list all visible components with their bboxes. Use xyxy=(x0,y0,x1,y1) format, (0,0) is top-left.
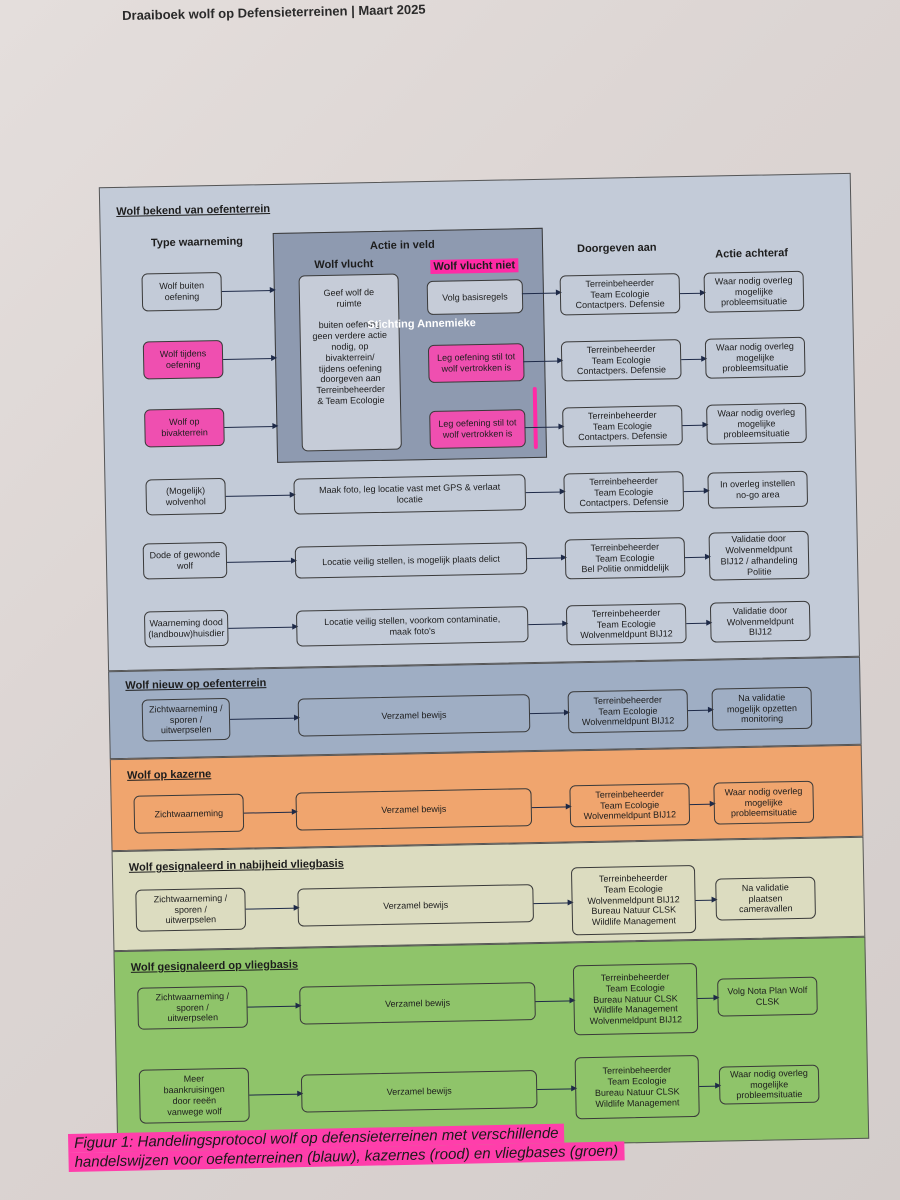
achteraf-box-5: Validatie door Wolvenmeldpunt BIJ12 / af… xyxy=(708,530,810,581)
column-title-doorgeven: Doorgeven aan xyxy=(576,241,657,256)
section-wolf-nieuw: Wolf nieuw op oefenterrein Zichtwaarnemi… xyxy=(108,656,862,760)
arrow xyxy=(223,357,276,360)
arrow xyxy=(227,560,296,563)
observation-box: Zichtwaarneming xyxy=(133,793,245,834)
observation-box-2: Meer baankruisingen door reeën vanwege w… xyxy=(138,1067,250,1124)
observation-wolf-tijdens-oefening: Wolf tijdens oefening xyxy=(142,339,224,380)
arrow xyxy=(699,1085,720,1087)
doorgeven-box-4: Terreinbeheerder Team Ecologie Contactpe… xyxy=(563,471,685,514)
vlucht-niet-action-3: Leg oefening stil tot wolf vertrokken is xyxy=(429,409,526,449)
doorgeven-box-1: Terreinbeheerder Team Ecologie Contactpe… xyxy=(559,273,681,316)
doorgeven-box-6: Terreinbeheerder Team Ecologie Wolvenmel… xyxy=(565,603,687,646)
section-title: Wolf bekend van oefenterrein xyxy=(116,203,271,218)
achteraf-box-1: Volg Nota Plan Wolf CLSK xyxy=(717,976,818,1017)
action-box-1: Verzamel bewijs xyxy=(299,982,536,1025)
doorgeven-box: Terreinbeheerder Team Ecologie Wolvenmel… xyxy=(567,689,689,734)
arrow xyxy=(228,626,297,629)
arrow xyxy=(533,902,572,905)
arrow xyxy=(697,997,718,999)
arrow xyxy=(537,1088,576,1091)
achteraf-box: Waar nodig overleg mogelijke probleemsit… xyxy=(713,780,815,825)
arrow xyxy=(535,1000,574,1003)
section-wolf-bekend: Wolf bekend van oefenterrein Type waarne… xyxy=(98,172,860,672)
highlighter-mark xyxy=(532,386,538,450)
arrow xyxy=(230,717,299,720)
actie-in-veld-panel: Actie in veld Wolf vlucht Wolf vlucht ni… xyxy=(272,227,548,463)
vlucht-niet-action-2: Leg oefening stil tot wolf vertrokken is xyxy=(427,343,525,384)
achteraf-box-1: Waar nodig overleg mogelijke probleemsit… xyxy=(703,270,805,313)
section-wolf-op-kazerne: Wolf op kazerne Zichtwaarneming Verzamel… xyxy=(109,744,864,852)
section-title: Wolf op kazerne xyxy=(126,768,212,782)
arrow xyxy=(683,490,708,493)
section-title: Wolf gesignaleerd in nabijheid vliegbasi… xyxy=(128,857,344,874)
protocol-diagram: Wolf bekend van oefenterrein Type waarne… xyxy=(98,172,870,1154)
achteraf-box: Na validatie mogelijk opzetten monitorin… xyxy=(711,686,813,731)
arrow xyxy=(225,494,294,497)
arrow xyxy=(526,557,566,560)
arrow xyxy=(679,292,704,295)
arrow xyxy=(525,491,564,494)
arrow xyxy=(528,623,567,626)
action-wolvenhol: Maak foto, leg locatie vast met GPS & ve… xyxy=(293,474,527,515)
arrow xyxy=(681,358,706,361)
arrow xyxy=(249,1093,302,1096)
column-title-type: Type waarneming xyxy=(150,235,244,250)
action-dood-huisdier: Locatie veilig stellen, voorkom contamin… xyxy=(295,606,529,647)
arrow xyxy=(686,622,711,625)
action-box: Verzamel bewijs xyxy=(297,694,531,737)
section-title: Wolf gesignaleerd op vliegbasis xyxy=(130,958,299,974)
doorgeven-box-2: Terreinbeheerder Team Ecologie Bureau Na… xyxy=(574,1054,700,1120)
arrow xyxy=(243,811,296,814)
column-title-vlucht-niet: Wolf vlucht niet xyxy=(430,258,519,274)
observation-box: Zichtwaarneming / sporen / uitwerpselen xyxy=(141,697,231,742)
arrow xyxy=(685,556,710,559)
doorgeven-box-5: Terreinbeheerder Team Ecologie Bel Polit… xyxy=(564,537,686,580)
observation-wolvenhol: (Mogelijk) wolvenhol xyxy=(145,477,227,516)
column-title-achteraf: Actie achteraf xyxy=(715,247,789,261)
arrow xyxy=(682,424,707,427)
achteraf-box-3: Waar nodig overleg mogelijke probleemsit… xyxy=(706,402,807,445)
arrow xyxy=(224,425,277,428)
column-title-actie: Actie in veld xyxy=(369,238,435,253)
arrow xyxy=(687,709,712,712)
action-box-2: Verzamel bewijs xyxy=(300,1070,538,1113)
doorgeven-box-1: Terreinbeheerder Team Ecologie Bureau Na… xyxy=(572,962,699,1036)
doorgeven-box-3: Terreinbeheerder Team Ecologie Contactpe… xyxy=(562,405,683,448)
vlucht-action-box: Geef wolf de ruimte buiten oefening geen… xyxy=(298,273,402,452)
achteraf-box-2: Waar nodig overleg mogelijke probleemsit… xyxy=(704,336,806,379)
observation-box: Zichtwaarneming / sporen / uitwerpselen xyxy=(135,887,247,932)
observation-box-1: Zichtwaarneming / sporen / uitwerpselen xyxy=(137,985,248,1030)
arrow xyxy=(245,907,298,910)
observation-wolf-buiten-oefening: Wolf buiten oefening xyxy=(141,271,223,312)
doorgeven-box: Terreinbeheerder Team Ecologie Wolvenmel… xyxy=(569,783,691,828)
action-box: Verzamel bewijs xyxy=(295,788,533,831)
doorgeven-box: Terreinbeheerder Team Ecologie Wolvenmel… xyxy=(570,864,697,936)
achteraf-box-6: Validatie door Wolvenmeldpunt BIJ12 xyxy=(709,600,811,643)
observation-dode-wolf: Dode of gewonde wolf xyxy=(142,541,228,580)
observation-wolf-op-bivakterrein: Wolf op bivakterrein xyxy=(144,407,225,448)
doorgeven-box-2: Terreinbeheerder Team Ecologie Contactpe… xyxy=(560,339,682,382)
vlucht-niet-action-1: Volg basisregels xyxy=(426,279,524,316)
achteraf-box: Na validatie plaatsen cameravallen xyxy=(715,876,816,921)
observation-dood-huisdier: Waarneming dood (landbouw)huisdier xyxy=(143,609,229,648)
section-title: Wolf nieuw op oefenterrein xyxy=(125,677,267,692)
arrow xyxy=(695,899,716,901)
achteraf-box-2: Waar nodig overleg mogelijke probleemsit… xyxy=(718,1064,820,1105)
arrow xyxy=(689,803,714,806)
arrow xyxy=(247,1005,300,1008)
column-title-vlucht: Wolf vlucht xyxy=(314,258,374,272)
arrow xyxy=(529,712,568,715)
achteraf-box-4: In overleg instellen no-go area xyxy=(707,470,809,509)
arrow xyxy=(221,289,274,292)
action-dode-wolf: Locatie veilig stellen, is mogelijk plaa… xyxy=(294,542,528,579)
section-nabijheid-vliegbasis: Wolf gesignaleerd in nabijheid vliegbasi… xyxy=(111,836,866,952)
document-header: Draaiboek wolf op Defensieterreinen | Ma… xyxy=(122,1,426,23)
watermark: Stichting Annemieke xyxy=(367,317,476,332)
action-box: Verzamel bewijs xyxy=(297,884,534,927)
arrow xyxy=(531,806,570,809)
